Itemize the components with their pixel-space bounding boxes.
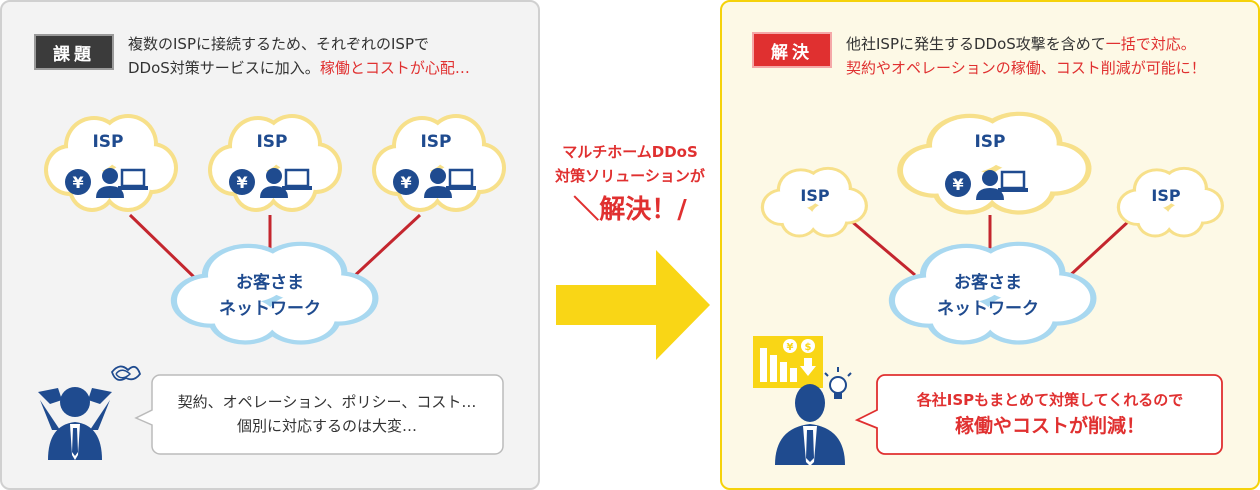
isp-label: ISP [974, 132, 1006, 152]
problem-desc-line1: 複数のISPに接続するため、それぞれのISPで [128, 35, 429, 53]
problem-speech-line2: 個別に対応するのは大変… [236, 417, 417, 435]
solution-speech-line1: 各社ISPもまとめて対策してくれるので [916, 391, 1184, 409]
solution-tag: 解決 [752, 32, 832, 68]
right-arrow-icon [556, 250, 710, 360]
isp-cloud [372, 114, 506, 212]
isp-label: ISP [1151, 186, 1181, 205]
isp-label: ISP [92, 132, 124, 152]
solution-desc-line2: 契約やオペレーションの稼働、コスト削減が可能に！ [846, 59, 1206, 77]
link-line [1063, 218, 1132, 282]
solution-desc-line1b: 一括で対応。 [1105, 35, 1196, 53]
middle-caption-line1: マルチホームDDoS [562, 143, 698, 161]
customer-label-line2: ネットワーク [219, 299, 321, 319]
happy-person-icon [775, 384, 845, 466]
problem-speech-text: 契約、オペレーション、ポリシー、コスト… 個別に対応するのは大変… [152, 390, 502, 438]
isp-label: ISP [256, 132, 288, 152]
lightbulb-icon [824, 367, 852, 399]
customer-network-label: お客さま ネットワーク [918, 270, 1058, 322]
isp-cloud [208, 114, 342, 212]
solution-speech-text: 各社ISPもまとめて対策してくれるので 稼働やコストが削減！ [878, 388, 1222, 440]
link-line [849, 218, 916, 277]
down-arrow-icon [800, 358, 816, 376]
customer-label-line1: お客さま [954, 273, 1022, 293]
customer-label-line1: お客さま [236, 273, 304, 293]
problem-desc-line2b: 稼働とコストが心配… [319, 59, 470, 77]
dollar-coin-icon [801, 339, 815, 353]
solution-desc-line1a: 他社ISPに発生するDDoS攻撃を含めて [846, 35, 1106, 53]
solution-speech-line2: 稼働やコストが削減！ [954, 415, 1145, 437]
customer-network-label: お客さま ネットワーク [200, 270, 340, 322]
middle-solve-label: ＼解決！/ [573, 195, 687, 225]
link-line [348, 213, 422, 282]
link-line [128, 213, 197, 280]
problem-tag: 課題 [34, 34, 114, 70]
solution-description: 他社ISPに発生するDDoS攻撃を含めて一括で対応。 契約やオペレーションの稼働… [846, 32, 1206, 80]
isp-cloud [44, 114, 178, 212]
isp-label: ISP [800, 186, 830, 205]
problem-description: 複数のISPに接続するため、それぞれのISPで DDoS対策サービスに加入。稼働… [128, 32, 470, 80]
problem-speech-bubble [134, 374, 504, 455]
solution-speech-bubble [854, 374, 1223, 455]
bar-chart-icon: ¥ $ [753, 336, 823, 388]
yen-coin-icon [229, 169, 255, 195]
yen-coin-icon [945, 171, 971, 197]
yen-coin-icon [783, 339, 797, 353]
svg-text:¥: ¥ [787, 342, 794, 353]
middle-caption: マルチホームDDoS 対策ソリューションが [540, 140, 720, 188]
problem-speech-line1: 契約、オペレーション、ポリシー、コスト… [177, 393, 477, 411]
stressed-person-icon [38, 365, 142, 460]
middle-caption-line2: 対策ソリューションが [555, 167, 705, 185]
yen-coin-icon [393, 169, 419, 195]
svg-text:$: $ [805, 342, 812, 353]
yen-coin-icon [65, 169, 91, 195]
isp-label: ISP [420, 132, 452, 152]
problem-desc-line2a: DDoS対策サービスに加入。 [128, 59, 320, 77]
customer-label-line2: ネットワーク [937, 299, 1039, 319]
